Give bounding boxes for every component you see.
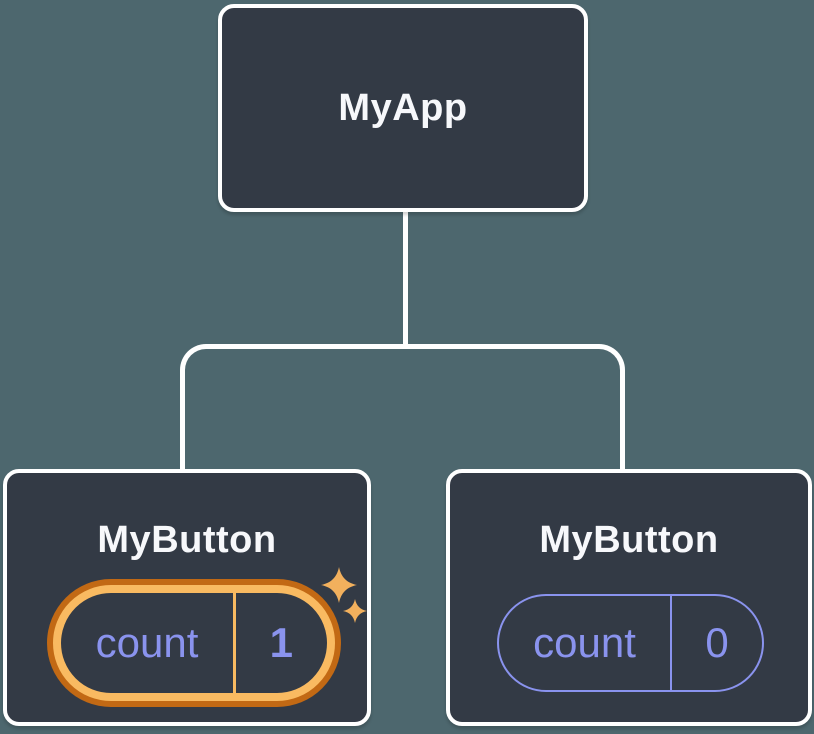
state-name-label: count [95, 619, 199, 666]
state-pill: count 0 [497, 594, 764, 692]
connector-branch [180, 344, 625, 469]
node-mybutton-right-label: MyButton [539, 519, 719, 561]
state-pill-highlighted: count 1 [53, 585, 335, 701]
connector-stem [403, 210, 408, 349]
pill-divider [670, 596, 672, 690]
node-mybutton-right: MyButton count 0 [446, 469, 812, 726]
node-mybutton-left: MyButton count 1 [3, 469, 371, 726]
node-myapp: MyApp [218, 4, 588, 212]
sparkle-icon-small [343, 599, 367, 623]
sparkle-icon-large [321, 567, 357, 603]
node-myapp-label: MyApp [338, 86, 468, 129]
state-value: 1 [269, 619, 293, 666]
node-mybutton-left-label: MyButton [97, 519, 277, 561]
state-value: 0 [705, 619, 729, 666]
pill-divider [233, 593, 236, 693]
state-name-label: count [533, 619, 636, 666]
